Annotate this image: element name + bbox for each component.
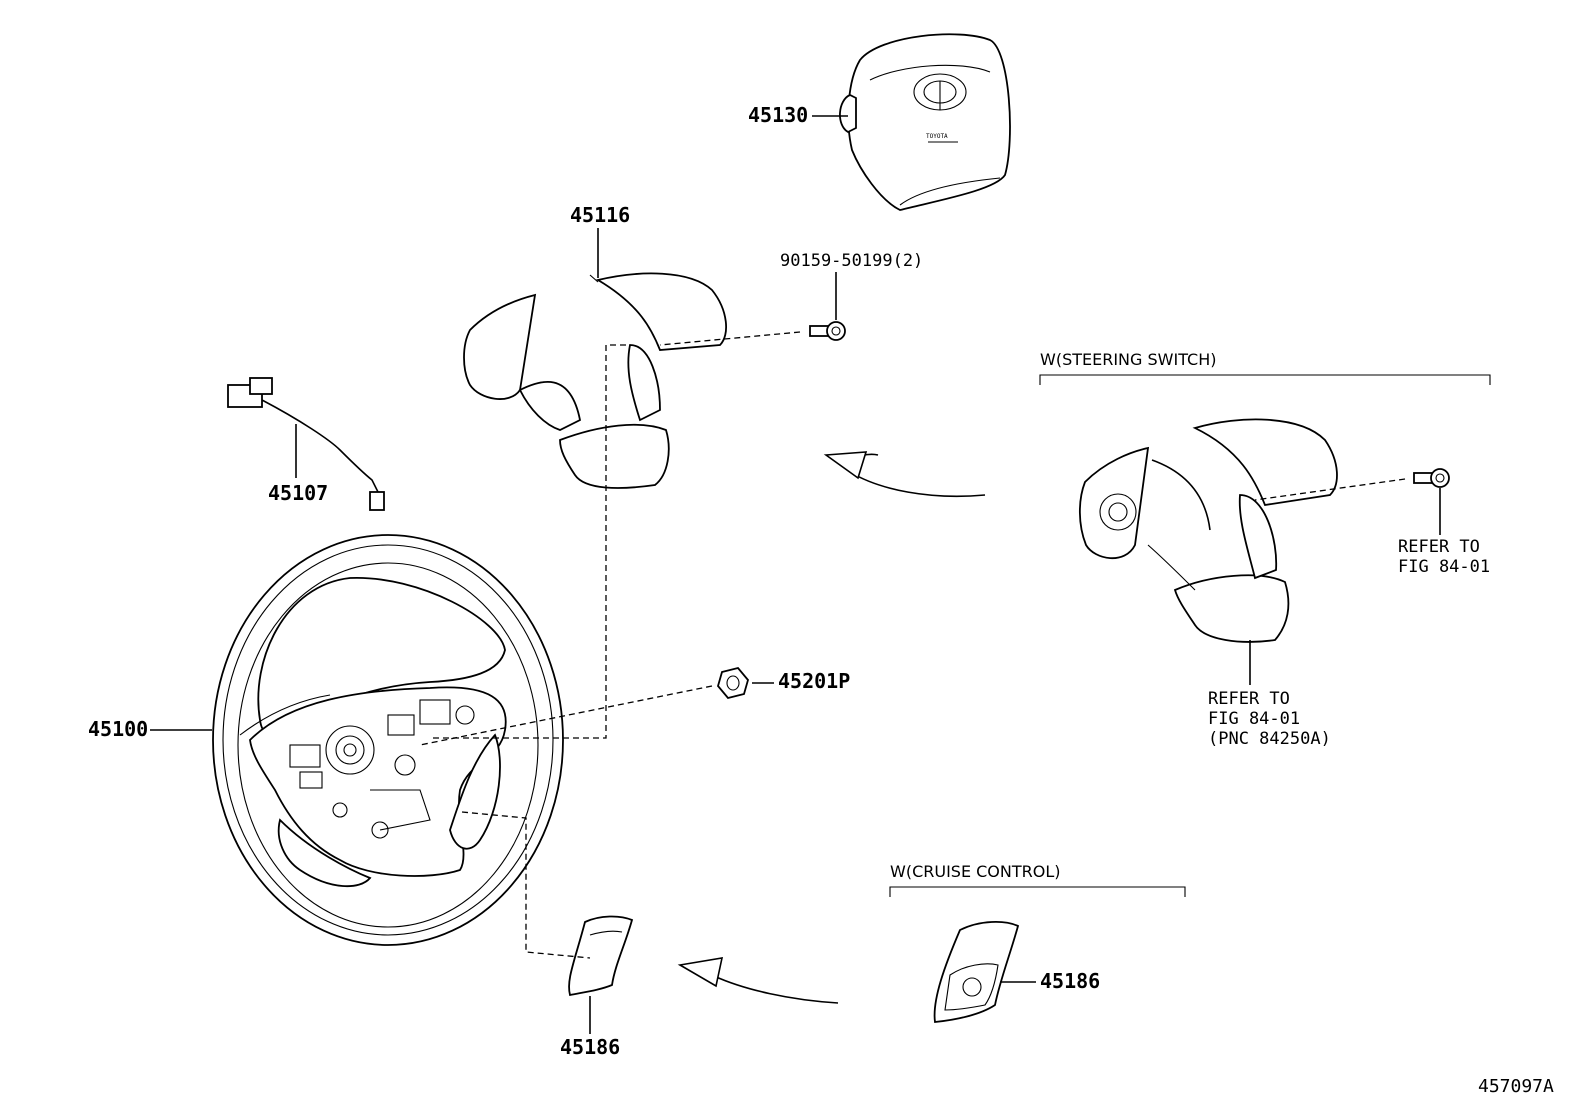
dashed-screw-path	[659, 331, 801, 346]
wire-harness[interactable]	[227, 377, 385, 511]
cruise-switch-cover[interactable]	[933, 921, 1020, 1023]
switch-cover[interactable]	[568, 915, 634, 997]
part-number-45186-lower[interactable]: 45186	[560, 1035, 620, 1059]
part-number-screw[interactable]: 90159-50199(2)	[780, 251, 923, 271]
dashed-switch-path	[461, 811, 591, 959]
refer-screw-line2: FIG 84-01	[1398, 557, 1490, 577]
refer-switch-line1: REFER TO	[1208, 689, 1290, 709]
steering-switch-screw[interactable]	[1413, 468, 1450, 488]
airbag-assembly[interactable]: TOYOTA	[839, 33, 1011, 211]
hex-nut[interactable]	[717, 666, 749, 700]
group-header-steering-switch: W(STEERING SWITCH)	[1040, 350, 1216, 369]
refer-switch-line2: FIG 84-01	[1208, 709, 1300, 729]
dashed-switch-screw-path	[1254, 478, 1406, 501]
arrow-steering-switch	[823, 451, 986, 498]
steering-switch-cover[interactable]	[1079, 418, 1338, 643]
airbag-marking: TOYOTA	[926, 133, 948, 140]
bracket-steering-switch	[1039, 374, 1491, 385]
arrow-cruise-control	[677, 957, 839, 1004]
refer-screw-line1: REFER TO	[1398, 537, 1480, 557]
group-header-cruise-control: W(CRUISE CONTROL)	[890, 862, 1061, 881]
part-number-45100[interactable]: 45100	[88, 717, 148, 741]
part-number-45186-cruise[interactable]: 45186	[1040, 969, 1100, 993]
bracket-cruise-control	[889, 886, 1186, 897]
figure-id: 457097A	[1478, 1076, 1554, 1097]
steering-lower-cover[interactable]	[463, 272, 727, 489]
part-number-45201p[interactable]: 45201P	[778, 669, 850, 693]
steering-wheel[interactable]	[212, 534, 564, 946]
part-number-45116[interactable]: 45116	[570, 203, 630, 227]
refer-switch-line3: (PNC 84250A)	[1208, 729, 1331, 749]
screw[interactable]	[809, 321, 846, 341]
part-number-45107[interactable]: 45107	[268, 481, 328, 505]
part-number-45130[interactable]: 45130	[748, 103, 808, 127]
dashed-cover-path	[430, 344, 626, 739]
